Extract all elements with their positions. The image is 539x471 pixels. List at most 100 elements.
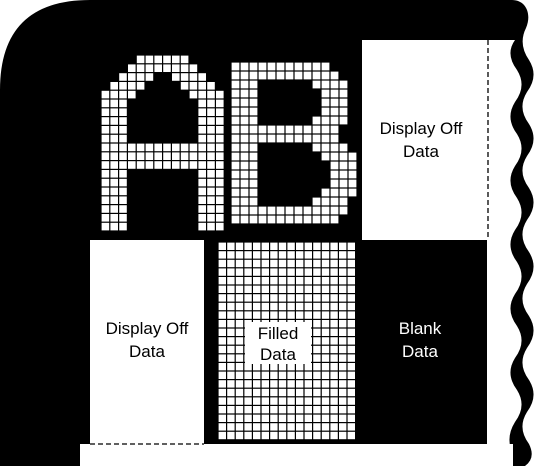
filled-pixel [339,311,347,319]
filled-pixel [270,311,278,319]
letter-a-pixel [172,161,180,169]
filled-pixel [313,277,321,285]
letter-a-pixel [180,64,189,72]
filled-pixel [270,242,278,250]
letter-a-pixel [189,90,198,99]
letter-a-pixel [110,196,118,204]
filled-pixel [278,259,287,268]
letter-b-pixel [321,62,330,71]
letter-a-pixel [207,187,215,196]
letter-b-pixel [312,80,321,89]
filled-pixel [235,371,244,379]
filled-pixel [330,397,338,405]
filled-pixel [218,328,226,336]
filled-pixel [253,277,261,285]
filled-pixel [253,294,261,302]
filled-pixel [296,431,304,440]
letter-b-pixel [312,197,321,206]
letter-b-pixel [339,197,348,206]
filled-pixel [218,242,226,250]
filled-pixel [270,431,278,440]
letter-b-pixel [240,143,249,152]
filled-pixel [227,251,235,259]
filled-pixel [321,397,330,405]
filled-pixel [218,337,226,345]
filled-pixel [278,363,287,371]
letter-b-pixel [249,107,258,116]
letter-b-pixel [339,179,348,188]
letter-a-pixel [207,134,215,143]
filled-pixel [347,354,355,362]
filled-pixel [261,363,269,371]
filled-pixel [296,259,304,268]
filled-pixel [339,337,347,345]
letter-b-pixel [276,134,285,143]
filled-pixel [287,277,295,285]
letter-b-pixel [330,197,339,206]
filled-pixel [330,285,338,293]
letter-a-pixel [101,134,110,143]
letter-a-pixel [145,143,154,152]
letter-a-pixel [207,152,215,160]
filled-pixel [339,328,347,336]
filled-pixel [330,354,338,362]
filled-pixel [218,363,226,371]
filled-pixel [287,259,295,268]
letter-a-pixel [198,161,206,169]
filled-pixel [321,320,330,328]
filled-pixel [321,371,330,379]
letter-b-pixel [339,170,348,179]
filled-pixel [304,380,312,388]
filled-pixel [235,242,244,250]
filled-pixel [347,294,355,302]
letter-b-pixel [240,215,249,224]
filled-pixel [218,388,226,397]
filled-pixel [330,328,338,336]
letter-a-pixel [189,64,198,72]
letter-a-pixel [154,64,162,72]
letter-a-pixel [119,214,127,222]
filled-pixel [235,251,244,259]
filled-pixel [304,294,312,302]
letter-b-pixel [294,206,303,215]
filled-pixel [313,285,321,293]
filled-pixel [287,406,295,414]
letter-a-pixel [216,90,224,99]
letter-b-pixel [330,107,339,116]
filled-pixel [296,397,304,405]
filled-pixel [321,302,330,311]
letter-a-pixel [207,99,215,108]
letter-b-pixel [240,107,249,116]
letter-a-pixel [128,73,136,81]
filled-pixel [287,294,295,302]
letter-b-pixel [312,134,321,143]
filled-pixel [278,311,287,319]
letter-a-pixel [189,161,198,169]
letter-b-pixel [321,134,330,143]
filled-pixel [227,363,235,371]
letter-a-pixel [110,143,118,152]
filled-pixel [261,397,269,405]
letter-a-pixel [136,73,145,81]
letter-a-pixel [216,99,224,108]
letter-b-pixel [267,62,276,71]
filled-pixel [270,251,278,259]
letter-b-pixel [285,71,294,80]
filled-pixel [287,363,295,371]
filled-pixel [330,363,338,371]
filled-pixel [296,406,304,414]
letter-a-pixel [119,143,127,152]
filled-pixel [339,259,347,268]
filled-pixel [235,311,244,319]
filled-pixel [253,311,261,319]
letter-a-pixel [172,64,180,72]
filled-pixel [278,302,287,311]
letter-b-pixel [339,143,348,152]
filled-pixel [304,277,312,285]
filled-pixel [321,251,330,259]
filled-pixel [296,423,304,431]
display-off-label-bottom-1: Display Off [106,319,189,338]
filled-pixel [218,406,226,414]
letter-b-pixel [231,188,240,197]
filled-pixel [227,328,235,336]
